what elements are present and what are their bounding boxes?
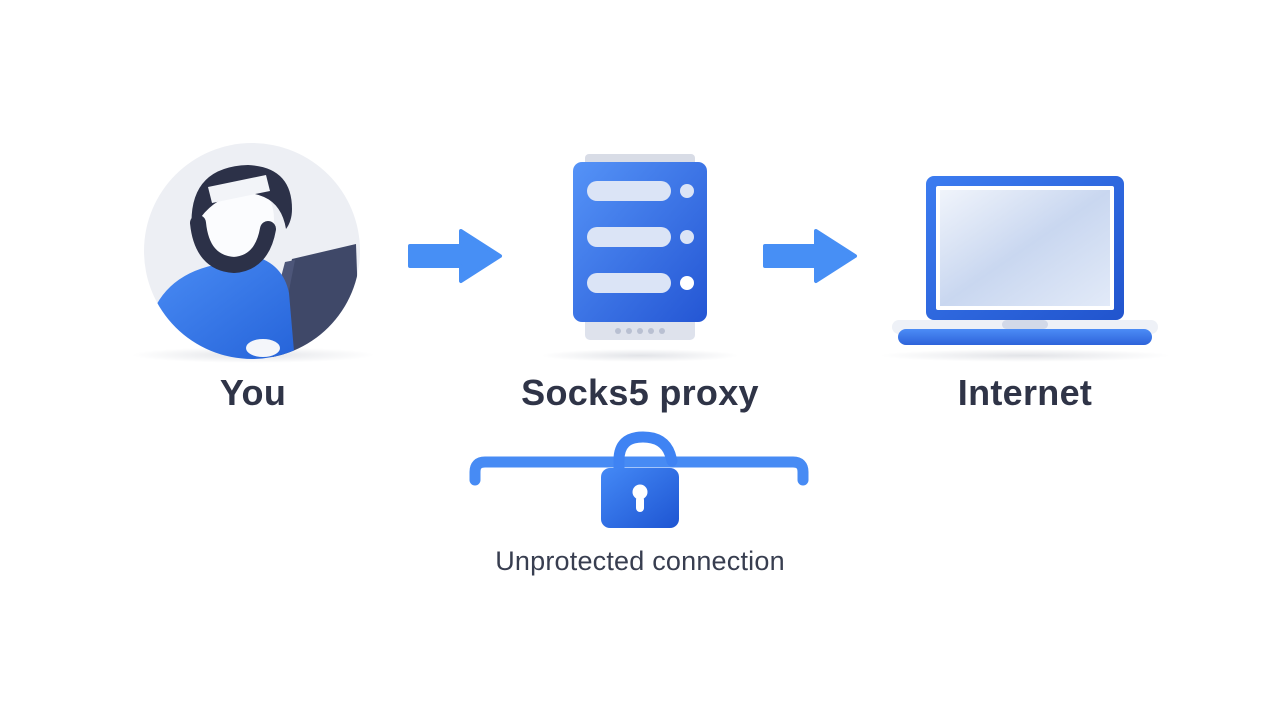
arrow-right-icon	[763, 229, 857, 283]
node-internet	[890, 174, 1160, 364]
open-padlock-icon	[469, 431, 809, 528]
user-avatar-icon	[144, 143, 360, 359]
connection-indicator	[467, 420, 811, 555]
arrow-you-to-proxy	[407, 226, 503, 291]
connection-label: Unprotected connection	[495, 546, 785, 576]
node-you	[142, 141, 362, 366]
node-label-you: You	[219, 372, 287, 413]
shadow	[878, 349, 1172, 362]
node-label-internet: Internet	[957, 372, 1093, 413]
arrow-proxy-to-internet	[762, 226, 858, 291]
bracket-line	[469, 456, 809, 486]
laptop-icon	[892, 176, 1158, 345]
shadow	[540, 349, 740, 362]
node-label-proxy: Socks5 proxy	[521, 372, 759, 413]
node-proxy	[565, 152, 715, 357]
server-icon	[573, 154, 707, 340]
arrow-right-icon	[408, 229, 502, 283]
